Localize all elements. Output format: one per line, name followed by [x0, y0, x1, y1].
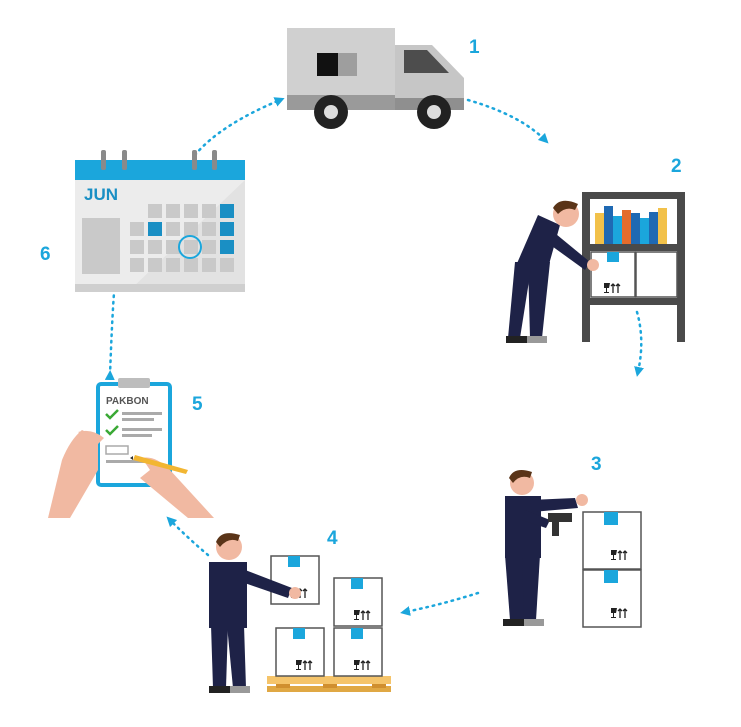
calendar-day-cell	[148, 222, 162, 236]
calendar-day-cell	[202, 258, 216, 272]
calendar-day-cell	[148, 258, 162, 272]
calendar-day-cell	[202, 240, 216, 254]
pallet-loading-icon	[209, 533, 391, 693]
step-number-1: 1	[469, 37, 480, 58]
flow-arrows	[104, 97, 644, 616]
calendar-day-cell	[184, 204, 198, 218]
calendar-day-cell	[148, 204, 162, 218]
warehouse-shelf-picking-icon	[506, 192, 685, 343]
calendar-day-cell	[184, 258, 198, 272]
calendar-day-cell	[220, 258, 234, 272]
calendar-day-grid	[130, 204, 234, 272]
step-number-3: 3	[591, 454, 602, 475]
step-number-2: 2	[671, 156, 682, 177]
calendar-day-cell	[166, 240, 180, 254]
step-number-5: 5	[192, 394, 203, 415]
clipboard-title: PAKBON	[106, 396, 149, 407]
calendar-day-cell	[130, 258, 144, 272]
step-number-4: 4	[327, 528, 338, 549]
calendar-day-cell	[220, 222, 234, 236]
calendar-day-cell	[184, 222, 198, 236]
calendar-day-cell	[166, 204, 180, 218]
calendar-day-cell	[184, 240, 198, 254]
calendar-day-cell	[202, 222, 216, 236]
calendar-day-cell	[166, 222, 180, 236]
arrow-6-to-1	[193, 97, 285, 157]
barcode-scanning-icon	[503, 470, 642, 628]
arrow-2-to-3	[634, 310, 644, 377]
calendar-day-cell	[220, 240, 234, 254]
calendar-day-cell	[202, 204, 216, 218]
calendar-icon: JUN	[75, 150, 245, 292]
calendar-day-cell	[220, 204, 234, 218]
arrow-4-to-5	[166, 516, 210, 557]
calendar-day-cell	[130, 222, 144, 236]
calendar-day-cell	[130, 240, 144, 254]
truck-icon	[287, 28, 464, 129]
packing-slip-signing-icon: PAKBON	[48, 378, 214, 518]
calendar-month: JUN	[84, 185, 118, 204]
calendar-day-cell	[148, 240, 162, 254]
arrow-5-to-6	[104, 291, 116, 381]
arrow-1-to-2	[466, 98, 549, 144]
arrow-3-to-4	[400, 591, 480, 616]
step-number-6: 6	[40, 244, 51, 265]
calendar-day-cell	[166, 258, 180, 272]
